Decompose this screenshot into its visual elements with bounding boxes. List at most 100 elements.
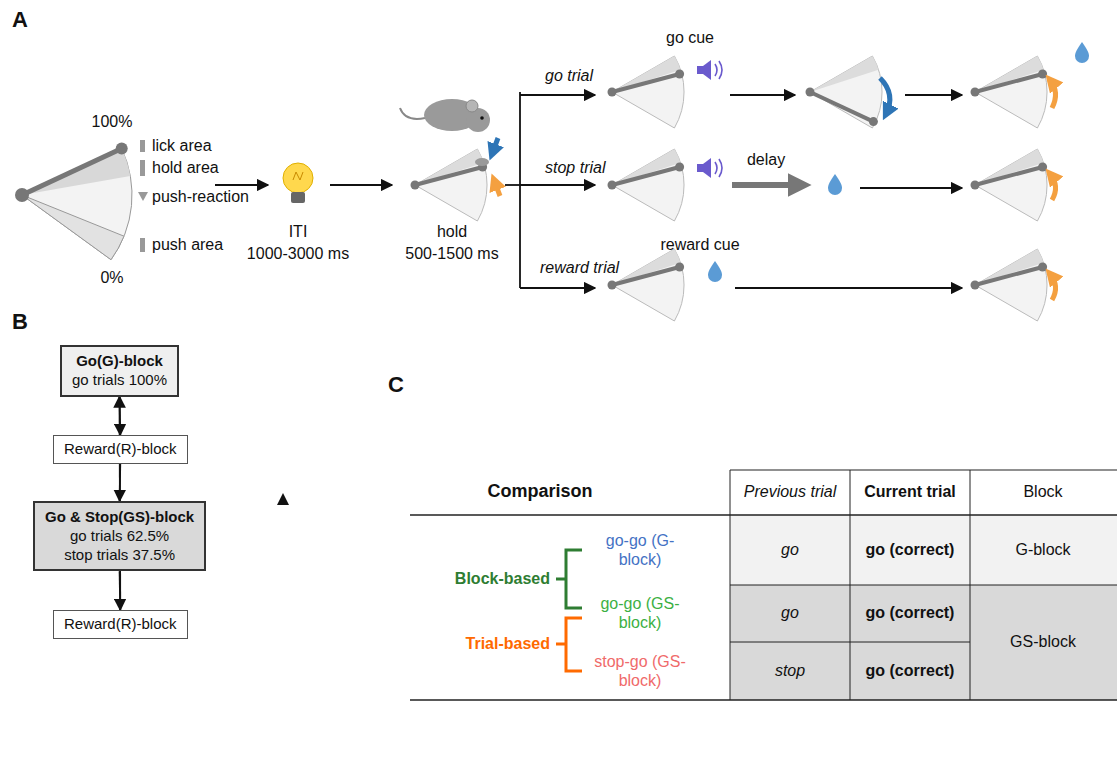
label: ITI xyxy=(289,222,308,241)
label: 100% xyxy=(92,112,133,131)
eye xyxy=(480,116,484,120)
lever-arm xyxy=(22,149,122,196)
lever-range xyxy=(612,56,684,128)
table-rule xyxy=(730,469,1117,470)
label: Block-based xyxy=(455,569,550,588)
lever-tip xyxy=(675,163,684,172)
flow-arrow xyxy=(730,94,795,96)
label: go trial xyxy=(545,66,593,85)
box-title: Go(G)-block xyxy=(72,352,167,371)
flow-arrow xyxy=(520,94,595,96)
hold-zone xyxy=(22,149,130,196)
pivot xyxy=(15,188,29,202)
lever-tip xyxy=(675,70,684,79)
label: Block xyxy=(1023,482,1062,501)
speaker-icon xyxy=(697,60,722,80)
range-sector xyxy=(22,149,132,260)
filament xyxy=(293,172,303,180)
label: push area xyxy=(152,235,223,254)
box-title: Go & Stop(GS)-block xyxy=(45,508,194,527)
flow-arrow xyxy=(860,187,962,189)
label: 0% xyxy=(100,268,123,287)
label: go (correct) xyxy=(865,540,955,559)
flow-arrow xyxy=(905,94,962,96)
label: stop trial xyxy=(545,158,605,177)
lever xyxy=(971,249,1048,321)
flow-arrow xyxy=(735,287,962,289)
label: go-go (G-block) xyxy=(590,531,690,569)
block-box: Go & Stop(GS)-blockgo trials 62.5% stop … xyxy=(33,501,206,571)
table-rule xyxy=(410,699,1117,701)
label: Comparison xyxy=(487,481,592,503)
label: hold area xyxy=(152,158,219,177)
reward-box: Reward(R)-block xyxy=(53,435,188,464)
label: hold xyxy=(437,222,467,241)
label: G-block xyxy=(1015,540,1070,559)
label: Previous trial xyxy=(744,482,836,501)
water-drop xyxy=(708,261,722,282)
pivot xyxy=(971,181,980,190)
loop-arrowhead xyxy=(277,493,289,505)
lever-range xyxy=(975,149,1047,221)
pivot xyxy=(806,88,815,97)
speaker-icon xyxy=(697,158,722,178)
bulb-base xyxy=(291,192,305,203)
lever-range xyxy=(15,140,148,260)
branch-line xyxy=(505,184,520,186)
label: lick area xyxy=(152,136,212,155)
branch xyxy=(505,92,595,288)
table-rule xyxy=(970,470,971,700)
lick-bar xyxy=(140,140,145,152)
label: reward trial xyxy=(540,258,619,277)
mouse-icon xyxy=(400,99,490,166)
bracket xyxy=(556,618,582,671)
water-drop xyxy=(828,174,842,195)
return-arrow xyxy=(494,180,500,196)
return-arrow xyxy=(1050,174,1056,200)
lever xyxy=(971,149,1048,221)
table-rule xyxy=(730,585,1117,586)
lever-arm xyxy=(612,167,680,185)
lever xyxy=(411,149,488,221)
lever xyxy=(806,56,883,128)
table-rule xyxy=(730,470,731,700)
lever-arm xyxy=(975,167,1043,185)
label: GS-block xyxy=(1010,632,1076,651)
lever-arm xyxy=(975,267,1043,285)
lever-arm xyxy=(612,267,680,285)
cell-fill xyxy=(730,515,1117,585)
table-rule xyxy=(410,514,1117,516)
block-box: Go(G)-blockgo trials 100% xyxy=(60,345,179,397)
lever xyxy=(971,56,1048,128)
lever-range xyxy=(975,249,1047,321)
table xyxy=(410,470,1117,700)
label: B xyxy=(12,309,28,335)
water-drop xyxy=(1075,42,1089,63)
pivot xyxy=(608,181,617,190)
label: 500-1500 ms xyxy=(405,244,498,263)
ear xyxy=(466,100,478,112)
push-zone xyxy=(22,195,124,260)
box-title: Reward(R)-block xyxy=(64,615,177,634)
cell-fill xyxy=(730,585,1117,700)
lever-range xyxy=(975,56,1047,128)
box-body: go trials 100% xyxy=(72,371,167,390)
label: stop-go (GS-block) xyxy=(590,652,690,690)
lever-tip xyxy=(116,143,128,155)
flow-arrow xyxy=(520,184,595,186)
pivot xyxy=(608,281,617,290)
return-arrow xyxy=(1050,274,1056,300)
lever-arm xyxy=(612,74,680,92)
label: stop xyxy=(775,661,805,680)
lever-arm xyxy=(810,92,873,122)
branch-line xyxy=(519,92,521,288)
label: delay xyxy=(747,150,785,169)
reward-box: Reward(R)-block xyxy=(53,610,188,639)
label: go xyxy=(781,540,799,559)
bulb xyxy=(283,163,313,193)
label: go cue xyxy=(666,28,714,47)
lever-range xyxy=(612,149,684,221)
label: go (correct) xyxy=(865,603,955,622)
label: reward cue xyxy=(660,235,739,254)
